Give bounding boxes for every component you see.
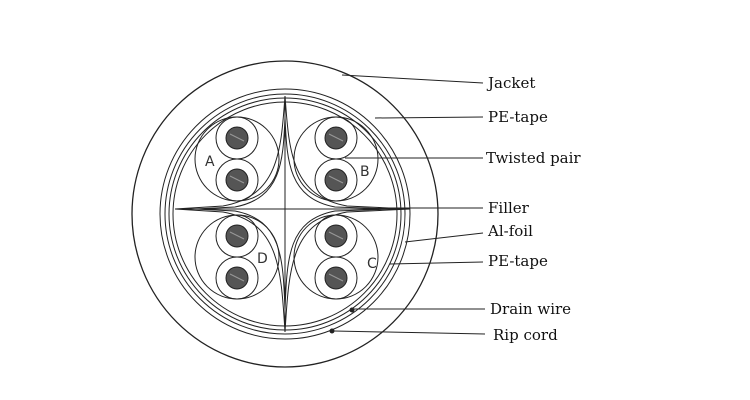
label-drain-wire: Drain wire <box>490 300 571 318</box>
label-rip-cord: Rip cord <box>493 326 558 344</box>
rip-cord-dot <box>329 328 335 334</box>
leader-lines <box>333 74 486 335</box>
pair-label-a: A <box>205 154 215 170</box>
twisted-pair-c <box>293 214 379 300</box>
label-jacket: Jacket <box>486 74 535 92</box>
label-pe-tape-outer: PE-tape <box>488 108 548 126</box>
pair-label-c: C <box>367 256 377 272</box>
pair-label-b: B <box>360 164 370 180</box>
label-al-foil: Al-foil <box>487 222 533 240</box>
pair-label-d: D <box>257 251 268 267</box>
jacket-outer-circle <box>131 60 439 368</box>
cross-filler <box>174 95 411 333</box>
twisted-pair-a <box>194 116 280 202</box>
label-pe-tape-inner: PE-tape <box>488 252 548 270</box>
twisted-pair-d <box>194 214 280 300</box>
jacket-inner-circle <box>159 88 411 340</box>
twisted-pair-b <box>293 116 379 202</box>
drain-wire-dot <box>349 307 355 313</box>
pe-tape-outer-circle <box>164 93 406 335</box>
label-twisted-pair: Twisted pair <box>486 149 581 167</box>
label-filler: Filler <box>488 199 530 217</box>
